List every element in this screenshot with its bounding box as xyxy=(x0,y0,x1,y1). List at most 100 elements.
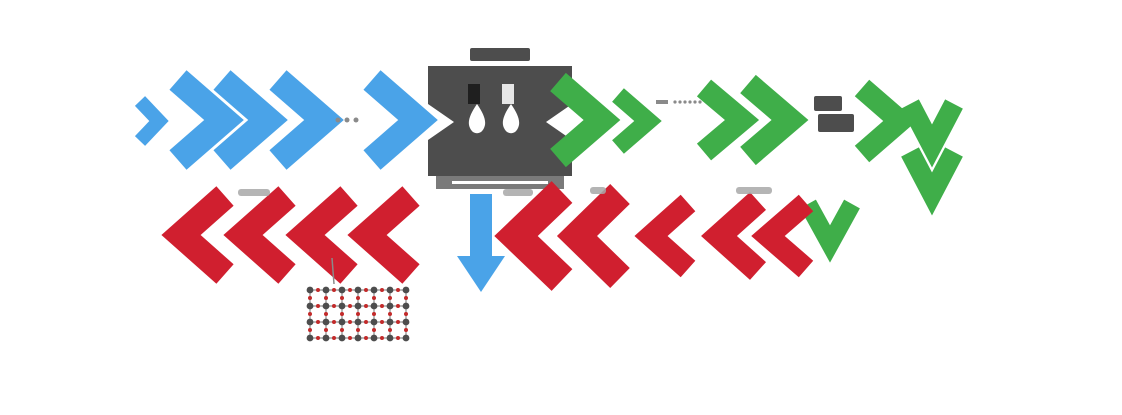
lattice-atom xyxy=(386,302,394,310)
crystal-lattice-icon xyxy=(306,286,410,342)
dot xyxy=(693,100,697,104)
lattice-atom xyxy=(322,302,330,310)
lattice-sub-atom xyxy=(356,312,360,316)
lattice-sub-atom xyxy=(380,304,384,308)
furnace-icon xyxy=(428,48,572,189)
blue-chevron-arrow xyxy=(213,70,288,170)
green-entry-arrow xyxy=(800,199,860,263)
dot xyxy=(673,100,677,104)
lattice-atom xyxy=(306,302,314,310)
lattice-sub-atom xyxy=(348,336,352,340)
lattice-atom xyxy=(306,318,314,326)
lattice-atom xyxy=(338,318,346,326)
lattice-sub-atom xyxy=(348,288,352,292)
lattice-atom xyxy=(402,286,410,294)
ellipsis-dots xyxy=(335,117,359,123)
lattice-sub-atom xyxy=(332,288,336,292)
lattice-sub-atom xyxy=(396,288,400,292)
lattice-sub-atom xyxy=(308,312,312,316)
lattice-atom xyxy=(338,334,346,342)
arrow-head xyxy=(457,256,505,292)
red-chevron-arrow xyxy=(751,194,814,278)
dot xyxy=(688,100,692,104)
block xyxy=(818,114,854,132)
dashed-line-icon xyxy=(656,100,702,104)
lattice-atom xyxy=(386,286,394,294)
lattice-sub-atom xyxy=(404,328,408,332)
lattice-sub-atom xyxy=(388,296,392,300)
blue-chevron-arrow xyxy=(363,70,438,170)
droplet-icon xyxy=(502,104,520,134)
lattice-sub-atom xyxy=(316,336,320,340)
caption-mark xyxy=(503,189,533,196)
lattice-sub-atom xyxy=(404,296,408,300)
green-down-chevron xyxy=(901,99,963,168)
lattice-sub-atom xyxy=(332,336,336,340)
lattice-atom xyxy=(306,286,314,294)
lattice-sub-atom xyxy=(380,336,384,340)
lattice-sub-atom xyxy=(348,304,352,308)
lattice-sub-atom xyxy=(340,312,344,316)
green-arrows xyxy=(550,72,917,168)
green-chevron-arrow xyxy=(696,79,760,161)
lattice-atom xyxy=(402,302,410,310)
lattice-atom xyxy=(402,334,410,342)
lattice-sub-atom xyxy=(380,288,384,292)
blue-down-arrow xyxy=(457,194,505,292)
dot xyxy=(335,117,341,123)
red-chevron-arrow xyxy=(347,186,420,284)
caption-marks xyxy=(238,187,772,196)
inner-slot-light xyxy=(502,84,514,104)
lattice-sub-atom xyxy=(332,304,336,308)
red-chevron-arrow xyxy=(634,194,696,278)
lattice-sub-atom xyxy=(396,320,400,324)
lattice-atom xyxy=(370,286,378,294)
lattice-atom xyxy=(370,302,378,310)
green-down-chevron xyxy=(901,147,963,216)
lattice-sub-atom xyxy=(316,320,320,324)
droplet-icon xyxy=(468,104,486,134)
dot xyxy=(698,100,702,104)
lattice-atom xyxy=(354,286,362,294)
green-down-chevron xyxy=(800,199,860,263)
green-chevron-arrow xyxy=(740,74,809,166)
caption-mark xyxy=(238,189,270,196)
red-chevron-arrow xyxy=(223,186,296,284)
lattice-atom xyxy=(306,334,314,342)
lattice-atom xyxy=(322,334,330,342)
lattice-sub-atom xyxy=(372,328,376,332)
lattice-atom xyxy=(354,334,362,342)
lattice-sub-atom xyxy=(356,296,360,300)
red-chevron-arrow xyxy=(285,186,358,284)
dot xyxy=(683,100,687,104)
layered-blocks-icon xyxy=(814,96,854,132)
caption-mark xyxy=(736,187,772,194)
bottom-flow xyxy=(161,181,860,342)
green-chevron-arrow xyxy=(854,79,917,163)
red-chevron-arrow xyxy=(556,183,630,289)
lattice-sub-atom xyxy=(364,304,368,308)
lattice-atom xyxy=(402,318,410,326)
furnace-body xyxy=(428,66,572,176)
lattice-atom xyxy=(354,318,362,326)
block xyxy=(814,96,842,111)
lattice-sub-atom xyxy=(324,312,328,316)
blue-chevron-arrow xyxy=(134,96,169,146)
lattice-atom xyxy=(354,302,362,310)
furnace-handle xyxy=(470,48,530,61)
lattice-atom xyxy=(322,318,330,326)
green-chevron-arrow xyxy=(612,88,662,154)
lattice-sub-atom xyxy=(380,320,384,324)
lattice-sub-atom xyxy=(364,320,368,324)
lattice-sub-atom xyxy=(340,296,344,300)
lattice-sub-atom xyxy=(364,288,368,292)
top-flow xyxy=(134,48,963,216)
lattice-sub-atom xyxy=(396,304,400,308)
lattice-sub-atom xyxy=(324,328,328,332)
red-arrows xyxy=(161,181,814,291)
lattice-atom xyxy=(386,334,394,342)
lattice-atom xyxy=(338,302,346,310)
caption-mark xyxy=(590,187,606,194)
lattice-sub-atom xyxy=(372,312,376,316)
